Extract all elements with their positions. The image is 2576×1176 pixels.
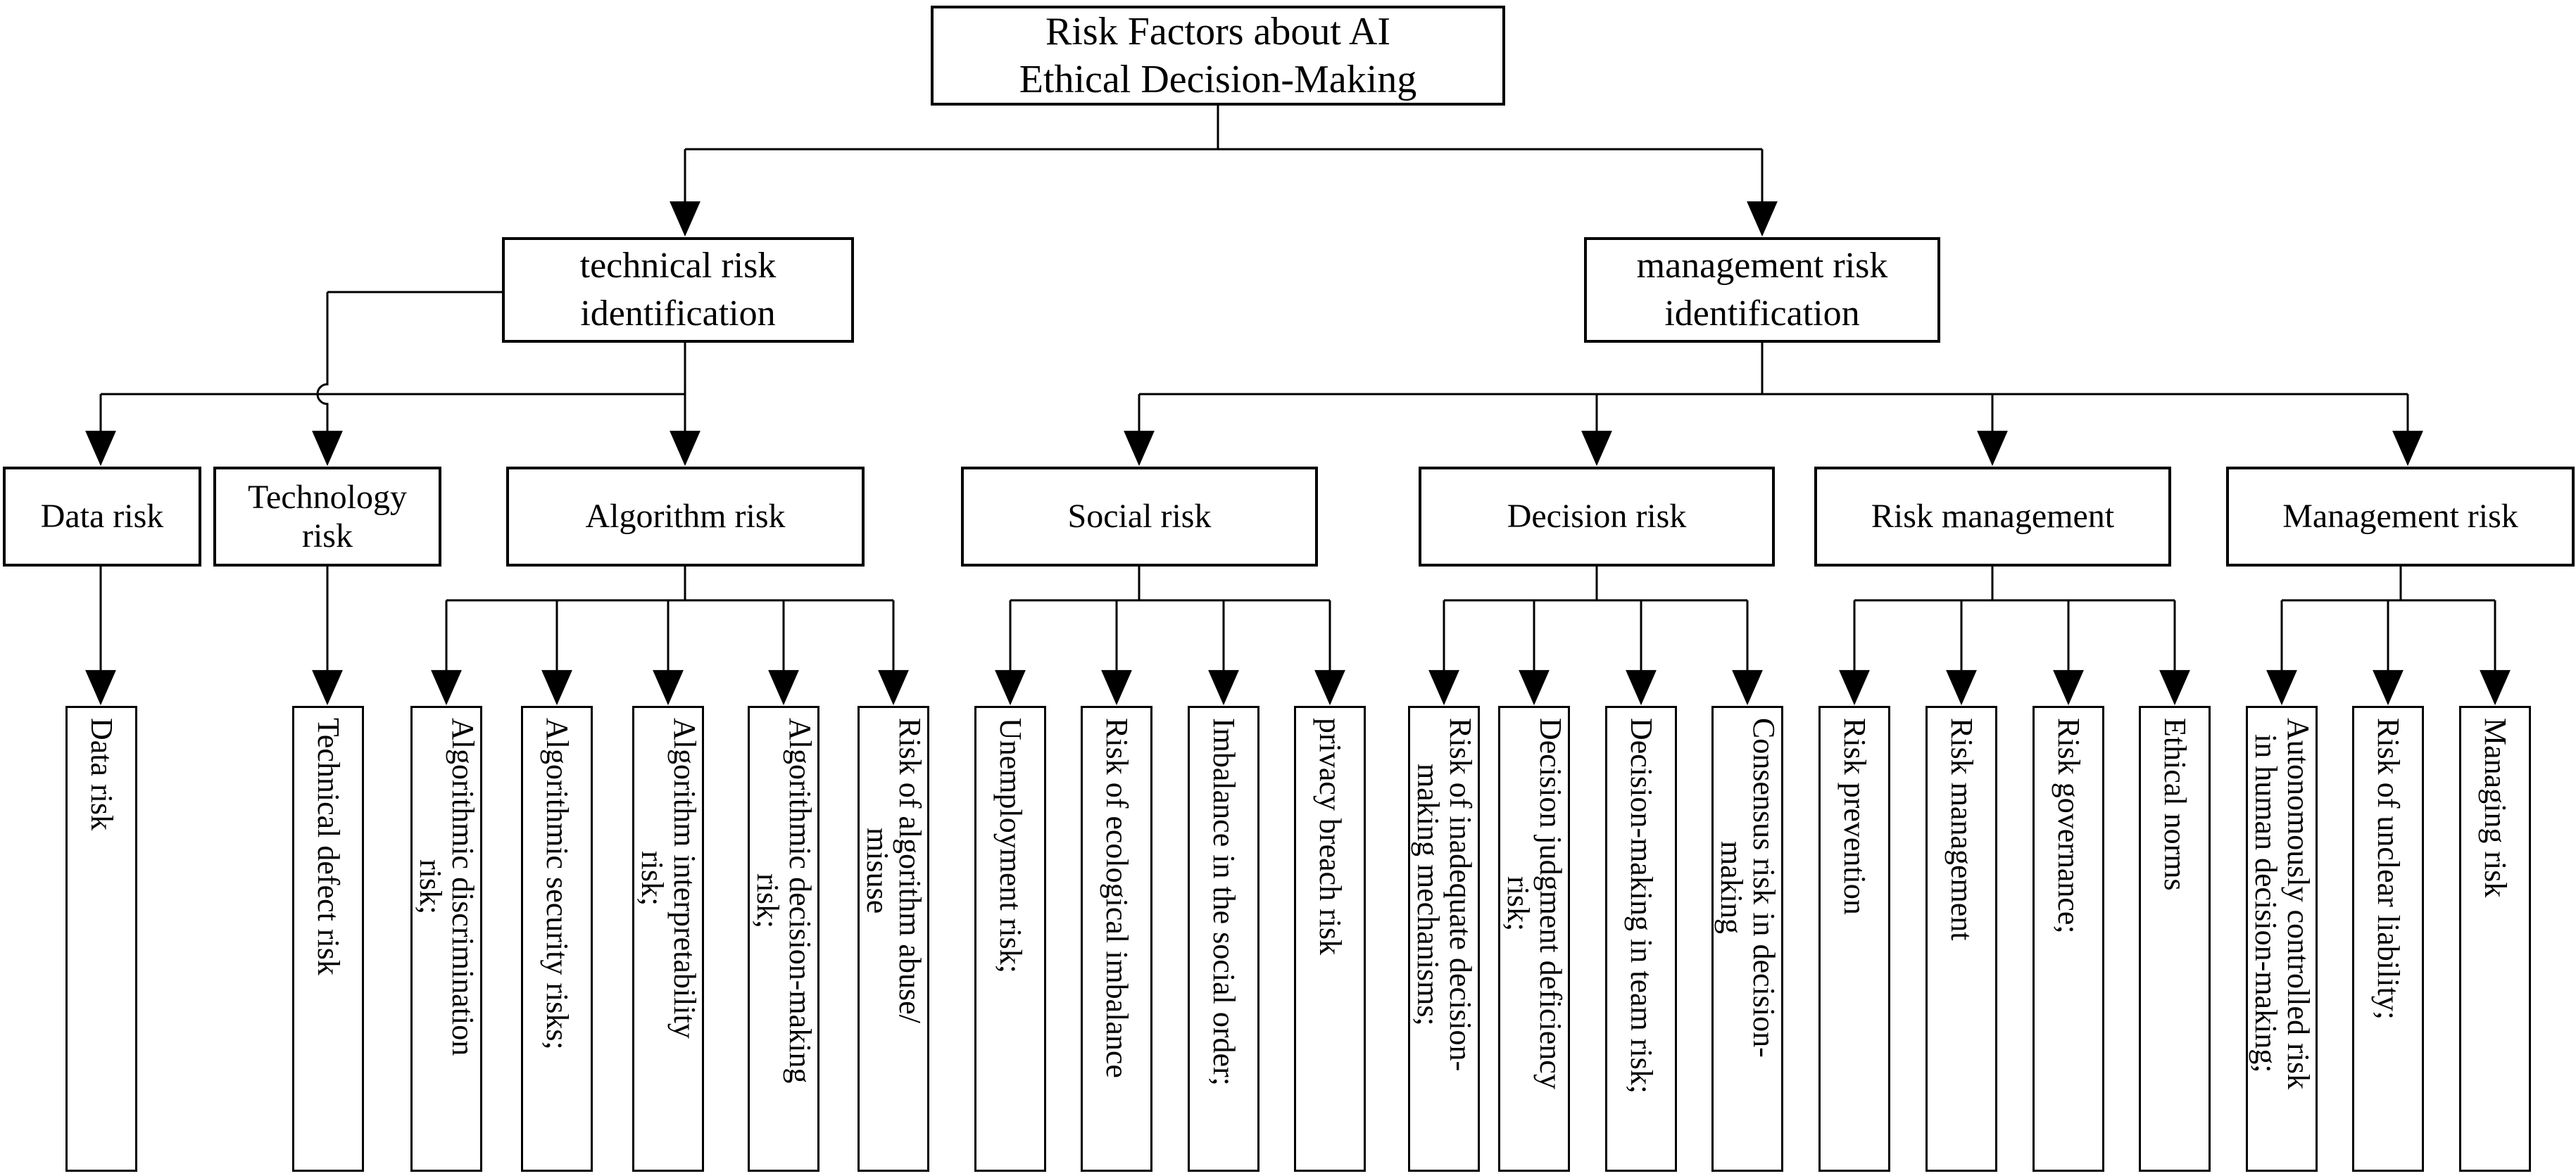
leaf-imbalance-in-social-order: Imbalance in the social order; xyxy=(1188,706,1259,1172)
leaf-unemployment-risk: Unemployment risk; xyxy=(974,706,1046,1172)
leaf-label: Consensus risk in decision- making xyxy=(1714,718,1781,1058)
leaf-label: Technical defect risk xyxy=(310,718,346,975)
node-label: Social risk xyxy=(1067,498,1212,536)
edge-risk-management-leaves xyxy=(1839,567,2190,706)
leaf-risk-of-algorithm-abuse-misuse: Risk of algorithm abuse/ misuse xyxy=(857,706,929,1172)
leaf-label: Data risk xyxy=(84,718,119,831)
node-label: Technology risk xyxy=(248,478,407,555)
edge-root-to-branches xyxy=(670,106,1778,237)
edge-technical-children xyxy=(85,291,700,467)
leaf-privacy-breach-risk: privacy breach risk xyxy=(1294,706,1366,1172)
leaf-consensus-risk-in-decision-making: Consensus risk in decision- making xyxy=(1711,706,1783,1172)
leaf-label: Risk governance; xyxy=(2051,718,2086,934)
node-management-risk: Management risk xyxy=(2226,467,2575,567)
leaf-risk-of-unclear-liability: Risk of unclear liability; xyxy=(2352,706,2424,1172)
node-management-risk-identification: management risk identification xyxy=(1584,237,1940,343)
node-label: Management risk xyxy=(2282,498,2518,536)
leaf-decision-making-in-team-risk: Decision-making in team risk; xyxy=(1605,706,1677,1172)
leaf-label: Algorithmic decision-making risk; xyxy=(750,718,817,1084)
node-algorithm-risk: Algorithm risk xyxy=(506,467,865,567)
node-data-risk: Data risk xyxy=(3,467,201,567)
leaf-label: Imbalance in the social order; xyxy=(1206,718,1241,1086)
leaf-algorithmic-decision-making-risk: Algorithmic decision-making risk; xyxy=(748,706,819,1172)
node-social-risk: Social risk xyxy=(961,467,1318,567)
leaf-risk-management: Risk management xyxy=(1925,706,1997,1172)
leaf-label: Decision judgment deficiency risk; xyxy=(1501,718,1568,1089)
node-risk-management: Risk management xyxy=(1814,467,2171,567)
leaf-label: Risk prevention xyxy=(1837,718,1872,915)
leaf-algorithmic-security-risks: Algorithmic security risks; xyxy=(521,706,593,1172)
leaf-data-risk: Data risk xyxy=(65,706,137,1172)
leaf-autonomously-controlled-risk: Autonomously controlled risk in human de… xyxy=(2246,706,2318,1172)
leaf-algorithm-interpretability-risk: Algorithm interpretability risk; xyxy=(632,706,704,1172)
edge-decision-risk-leaves xyxy=(1428,567,1763,706)
leaf-label: Algorithm interpretability risk; xyxy=(635,718,702,1039)
node-label: Algorithm risk xyxy=(585,498,786,536)
edge-algorithm-risk-leaves xyxy=(431,567,909,706)
leaf-managing-risk: Managing risk xyxy=(2459,706,2531,1172)
leaf-label: privacy breach risk xyxy=(1312,718,1347,956)
node-technical-risk-identification: technical risk identification xyxy=(502,237,854,343)
node-label: management risk identification xyxy=(1636,246,1888,334)
leaf-label: Unemployment risk; xyxy=(993,718,1028,973)
leaf-label: Risk of ecological imbalance xyxy=(1099,718,1134,1078)
leaf-label: Risk management xyxy=(1944,718,1979,941)
leaf-label: Risk of inadequate decision- making mech… xyxy=(1411,718,1478,1072)
leaf-label: Ethical norms xyxy=(2157,718,2192,891)
node-technology-risk: Technology risk xyxy=(213,467,441,567)
leaf-label: Decision-making in team risk; xyxy=(1623,718,1659,1094)
leaf-ethical-norms: Ethical norms xyxy=(2139,706,2211,1172)
leaf-risk-prevention: Risk prevention xyxy=(1818,706,1890,1172)
leaf-risk-governance: Risk governance; xyxy=(2032,706,2104,1172)
edge-social-risk-leaves xyxy=(995,567,1345,706)
node-label: Risk management xyxy=(1871,498,2115,536)
leaf-risk-of-ecological-imbalance: Risk of ecological imbalance xyxy=(1081,706,1152,1172)
leaf-technical-defect-risk: Technical defect risk xyxy=(292,706,364,1172)
leaf-label: Risk of algorithm abuse/ misuse xyxy=(860,718,927,1023)
leaf-algorithmic-discrimination-risk: Algorithmic discrimination risk; xyxy=(410,706,482,1172)
leaf-label: Managing risk xyxy=(2477,718,2513,898)
leaf-label: Risk of unclear liability; xyxy=(2370,718,2406,1020)
leaf-label: Algorithmic security risks; xyxy=(539,718,574,1050)
node-label: Decision risk xyxy=(1507,498,1687,536)
node-label: Data risk xyxy=(40,498,164,536)
node-decision-risk: Decision risk xyxy=(1419,467,1775,567)
leaf-risk-of-inadequate-decision-making-mechanisms: Risk of inadequate decision- making mech… xyxy=(1408,706,1480,1172)
edge-management-risk-leaves xyxy=(2266,567,2511,706)
edge-management-children xyxy=(1124,343,2423,467)
node-root: Risk Factors about AI Ethical Decision-M… xyxy=(931,6,1505,106)
node-label: technical risk identification xyxy=(579,246,777,334)
leaf-decision-judgment-deficiency-risk: Decision judgment deficiency risk; xyxy=(1498,706,1570,1172)
leaf-label: Autonomously controlled risk in human de… xyxy=(2249,718,2316,1089)
node-root-label: Risk Factors about AI Ethical Decision-M… xyxy=(1019,9,1417,101)
leaf-label: Algorithmic discrimination risk; xyxy=(413,718,480,1056)
